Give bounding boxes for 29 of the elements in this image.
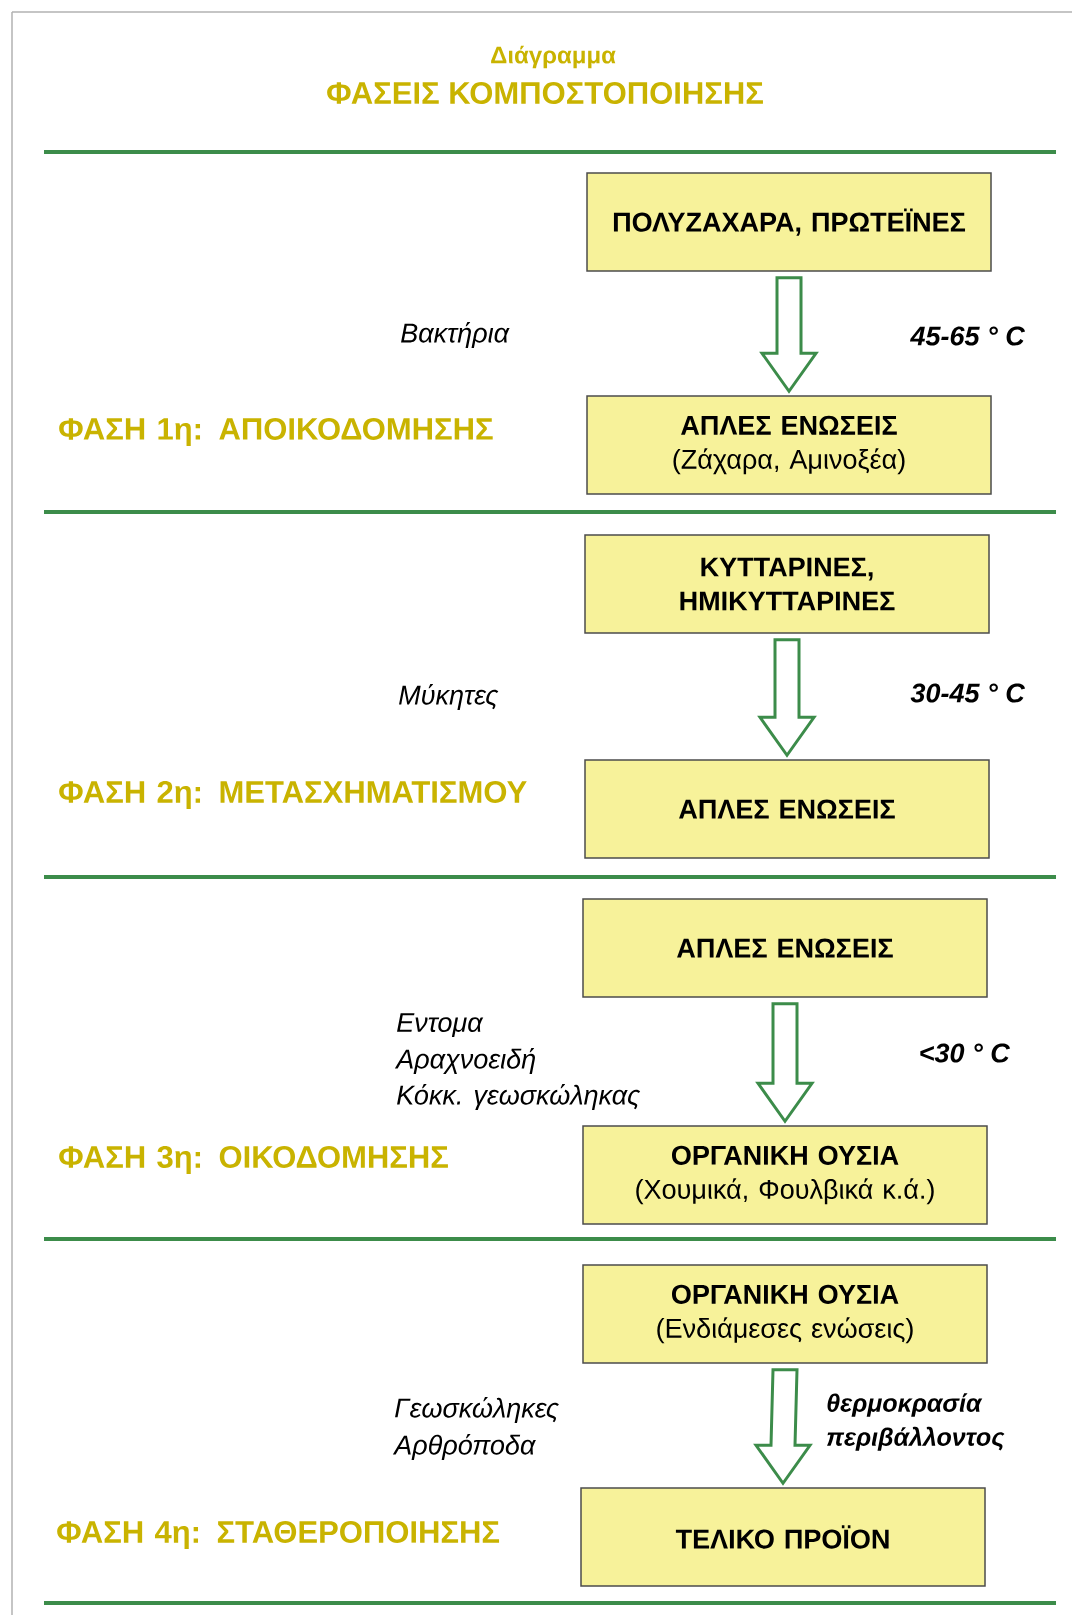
organism-label: Αραχνοειδή	[394, 1048, 535, 1074]
process-box: ΑΠΛΕΣ ΕΝΩΣΕΙΣ	[582, 898, 988, 998]
process-box: ΚΥΤΤΑΡΙΝΕΣ, ΗΜΙΚΥΤΤΑΡΙΝΕΣ	[584, 534, 990, 634]
phase-heading: ΦΑΣΗ 1η: ΑΠΟΙΚΟΔΟΜΗΣΗΣ	[59, 418, 493, 447]
process-box: ΟΡΓΑΝΙΚΗ ΟΥΣΙΑ (Ενδιάμεσες ενώσεις)	[582, 1264, 988, 1364]
phase-heading: ΦΑΣΗ 4η: ΣΤΑΘΕΡΟΠΟΙΗΣΗΣ	[57, 1521, 500, 1550]
organism-label: Κόκκ. γεωσκώληκας	[397, 1084, 641, 1110]
arrow	[753, 1368, 813, 1486]
process-box: ΤΕΛΙΚΟ ΠΡΟΪΟΝ	[580, 1487, 986, 1587]
phase-heading: ΦΑΣΗ 3η: ΟΙΚΟΔΟΜΗΣΗΣ	[59, 1146, 448, 1175]
process-box: ΑΠΛΕΣ ΕΝΩΣΕΙΣ (Ζάχαρα, Αμινοξέα)	[586, 395, 992, 495]
phase-heading: ΦΑΣΗ 2η: ΜΕΤΑΣΧΗΜΑΤΙΣΜΟΥ	[59, 781, 527, 810]
organism-label: Εντομα	[397, 1013, 484, 1037]
subtitle: Διάγραμμα	[491, 45, 616, 69]
temperature-label: 45-65 ° C	[910, 326, 1026, 346]
process-box: ΑΠΛΕΣ ΕΝΩΣΕΙΣ	[584, 759, 990, 859]
temperature-label: θερμοκρασία περιβάλλοντος	[827, 1393, 1005, 1451]
process-box: ΟΡΓΑΝΙΚΗ ΟΥΣΙΑ (Χουμικά, Φουλβικά κ.ά.)	[582, 1125, 988, 1225]
temperature-label: <30 ° C	[920, 1043, 1011, 1063]
temperature-label: 30-45 ° C	[910, 683, 1026, 703]
organism-label: Βακτήρια	[401, 322, 510, 348]
process-box: ΠΟΛΥΖΑΧΑΡΑ, ΠΡΩΤΕΪΝΕΣ	[586, 172, 992, 272]
organism-label: Γεωσκώληκες	[395, 1397, 559, 1423]
arrow	[759, 276, 819, 394]
organism-label: Αρθρόποδα	[392, 1434, 536, 1460]
arrow	[757, 638, 817, 758]
organism-label: Μύκητες	[399, 684, 499, 710]
arrow	[755, 1002, 815, 1124]
title: ΦΑΣΕΙΣ ΚΟΜΠΟΣΤΟΠΟΙΗΣΗΣ	[327, 82, 763, 104]
